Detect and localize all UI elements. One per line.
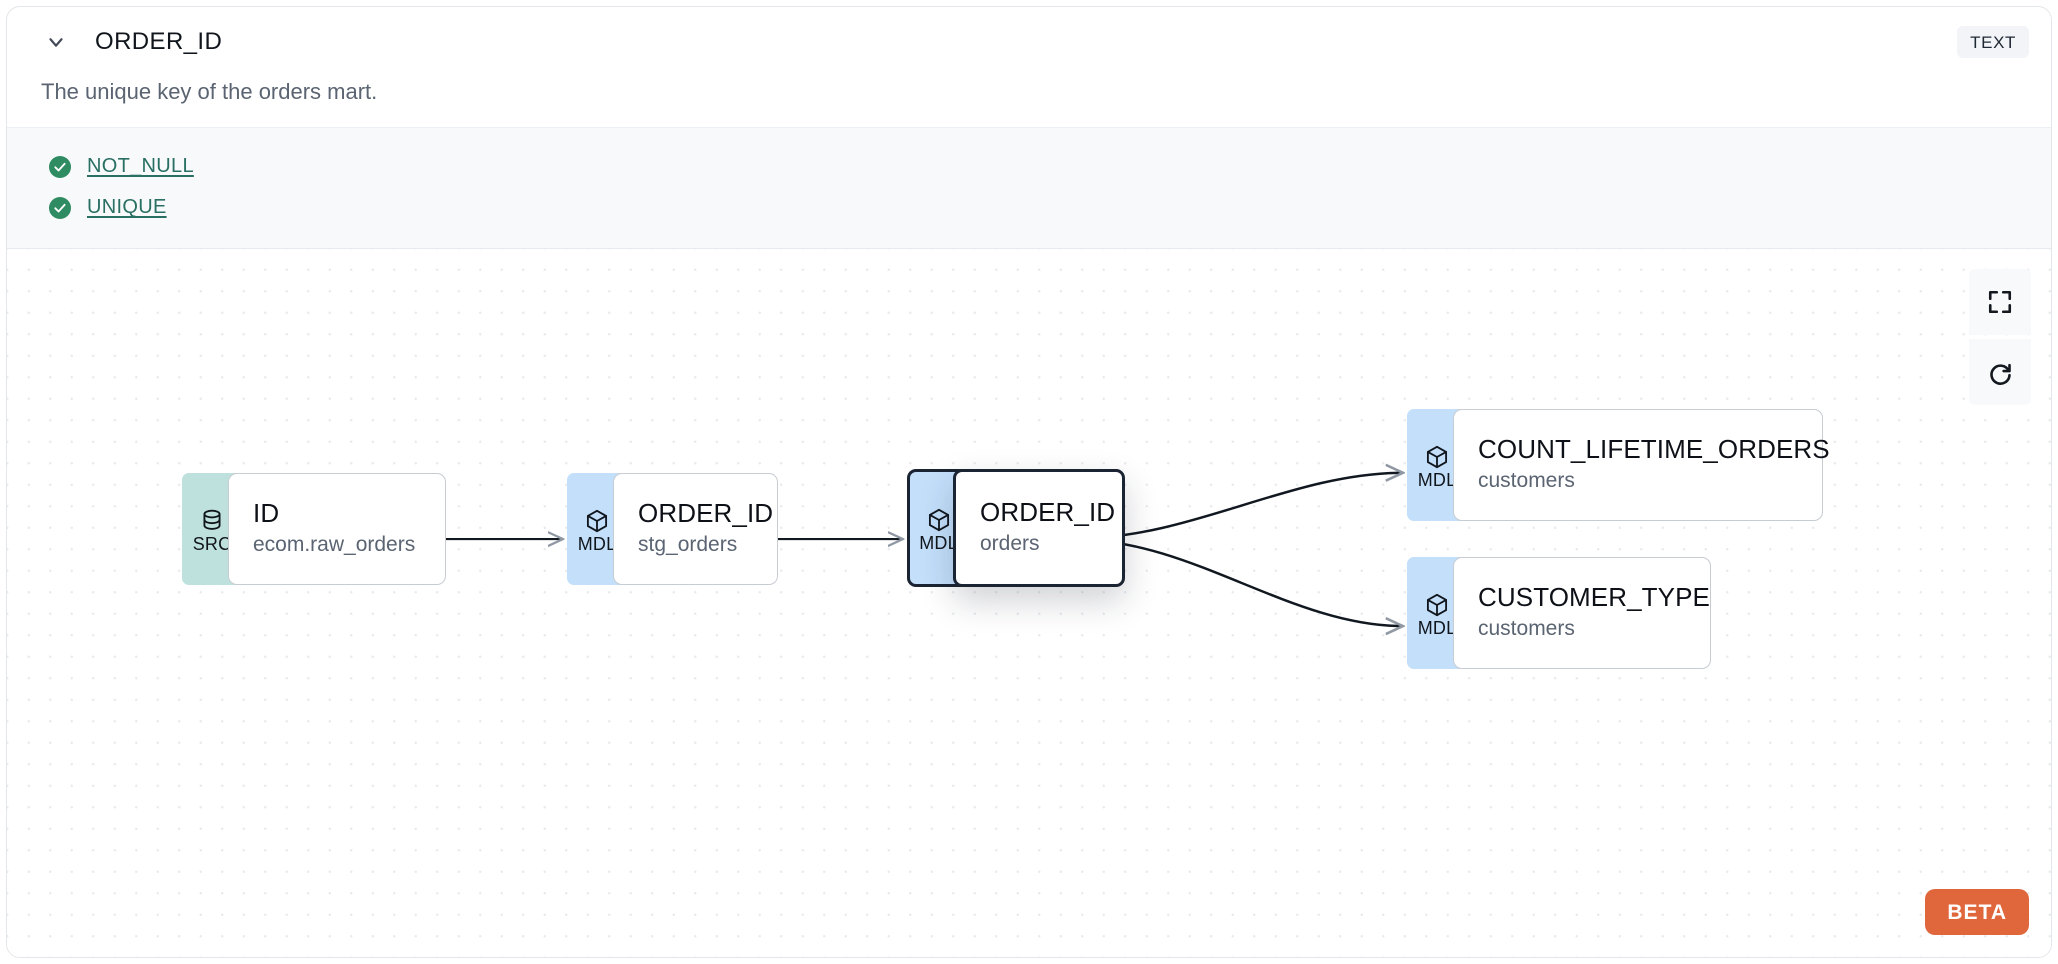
lineage-node-orders-selected[interactable]: MDL ORDER_ID orders	[907, 469, 1125, 588]
node-kind-label: MDL	[1417, 617, 1457, 638]
test-row[interactable]: UNIQUE	[7, 187, 2051, 228]
node-body: ORDER_ID orders	[953, 469, 1125, 588]
test-row[interactable]: NOT_NULL	[7, 146, 2051, 187]
node-body: CUSTOMER_TYPE customers	[1453, 557, 1711, 670]
chevron-down-icon[interactable]	[41, 27, 71, 57]
node-kind-label: SRC	[192, 533, 232, 554]
edge-orders-customer-type	[1080, 539, 1403, 627]
database-icon	[199, 508, 225, 534]
node-source-name: customers	[1478, 469, 1575, 493]
node-source-name: stg_orders	[638, 533, 738, 557]
cube-icon	[926, 507, 952, 533]
graph-controls	[1969, 269, 2031, 406]
lineage-node-stg-orders[interactable]: MDL ORDER_ID stg_orders	[567, 473, 778, 586]
column-detail-card: ORDER_ID TEXT The unique key of the orde…	[6, 6, 2052, 958]
test-link-not-null[interactable]: NOT_NULL	[87, 155, 194, 178]
node-body: ORDER_ID stg_orders	[613, 473, 778, 586]
lineage-edges	[402, 249, 2051, 957]
check-circle-icon	[49, 196, 71, 219]
column-description: The unique key of the orders mart.	[41, 79, 378, 104]
node-body: COUNT_LIFETIME_ORDERS customers	[1453, 409, 1830, 522]
tests-panel: NOT_NULL UNIQUE	[7, 127, 2051, 250]
node-column-name: ID	[253, 498, 280, 529]
test-link-unique[interactable]: UNIQUE	[87, 196, 167, 219]
node-source-name: customers	[1478, 617, 1575, 641]
cube-icon	[584, 508, 610, 534]
node-kind-label: MDL	[919, 532, 958, 553]
lineage-graph[interactable]: SRC ID ecom.raw_orders MDL ORDE	[7, 249, 2051, 957]
lineage-node-count-lifetime-orders[interactable]: MDL COUNT_LIFETIME_ORDERS customers	[1407, 409, 1830, 522]
card-header: ORDER_ID TEXT	[7, 7, 2051, 77]
lineage-node-customer-type[interactable]: MDL CUSTOMER_TYPE customers	[1407, 557, 1711, 670]
node-kind-label: MDL	[1417, 469, 1457, 490]
lineage-node-src-id[interactable]: SRC ID ecom.raw_orders	[182, 473, 446, 586]
node-column-name: ORDER_ID	[980, 497, 1116, 528]
node-column-name: CUSTOMER_TYPE	[1478, 582, 1710, 613]
cube-icon	[1424, 592, 1450, 618]
node-column-name: COUNT_LIFETIME_ORDERS	[1478, 434, 1830, 465]
check-circle-icon	[49, 155, 71, 178]
node-body: ID ecom.raw_orders	[228, 473, 446, 586]
page-title: ORDER_ID	[95, 28, 223, 55]
refresh-icon	[1987, 359, 2014, 386]
node-kind-label: MDL	[577, 533, 617, 554]
node-source-name: ecom.raw_orders	[253, 533, 416, 557]
data-type-badge: TEXT	[1957, 26, 2029, 58]
beta-badge[interactable]: BETA	[1925, 889, 2029, 935]
fit-view-button[interactable]	[1969, 269, 2031, 336]
refresh-button[interactable]	[1969, 339, 2031, 406]
node-column-name: ORDER_ID	[638, 498, 774, 529]
node-source-name: orders	[980, 532, 1040, 556]
edge-orders-count	[1080, 473, 1403, 540]
cube-icon	[1424, 444, 1450, 470]
fit-view-icon	[1987, 289, 2013, 315]
